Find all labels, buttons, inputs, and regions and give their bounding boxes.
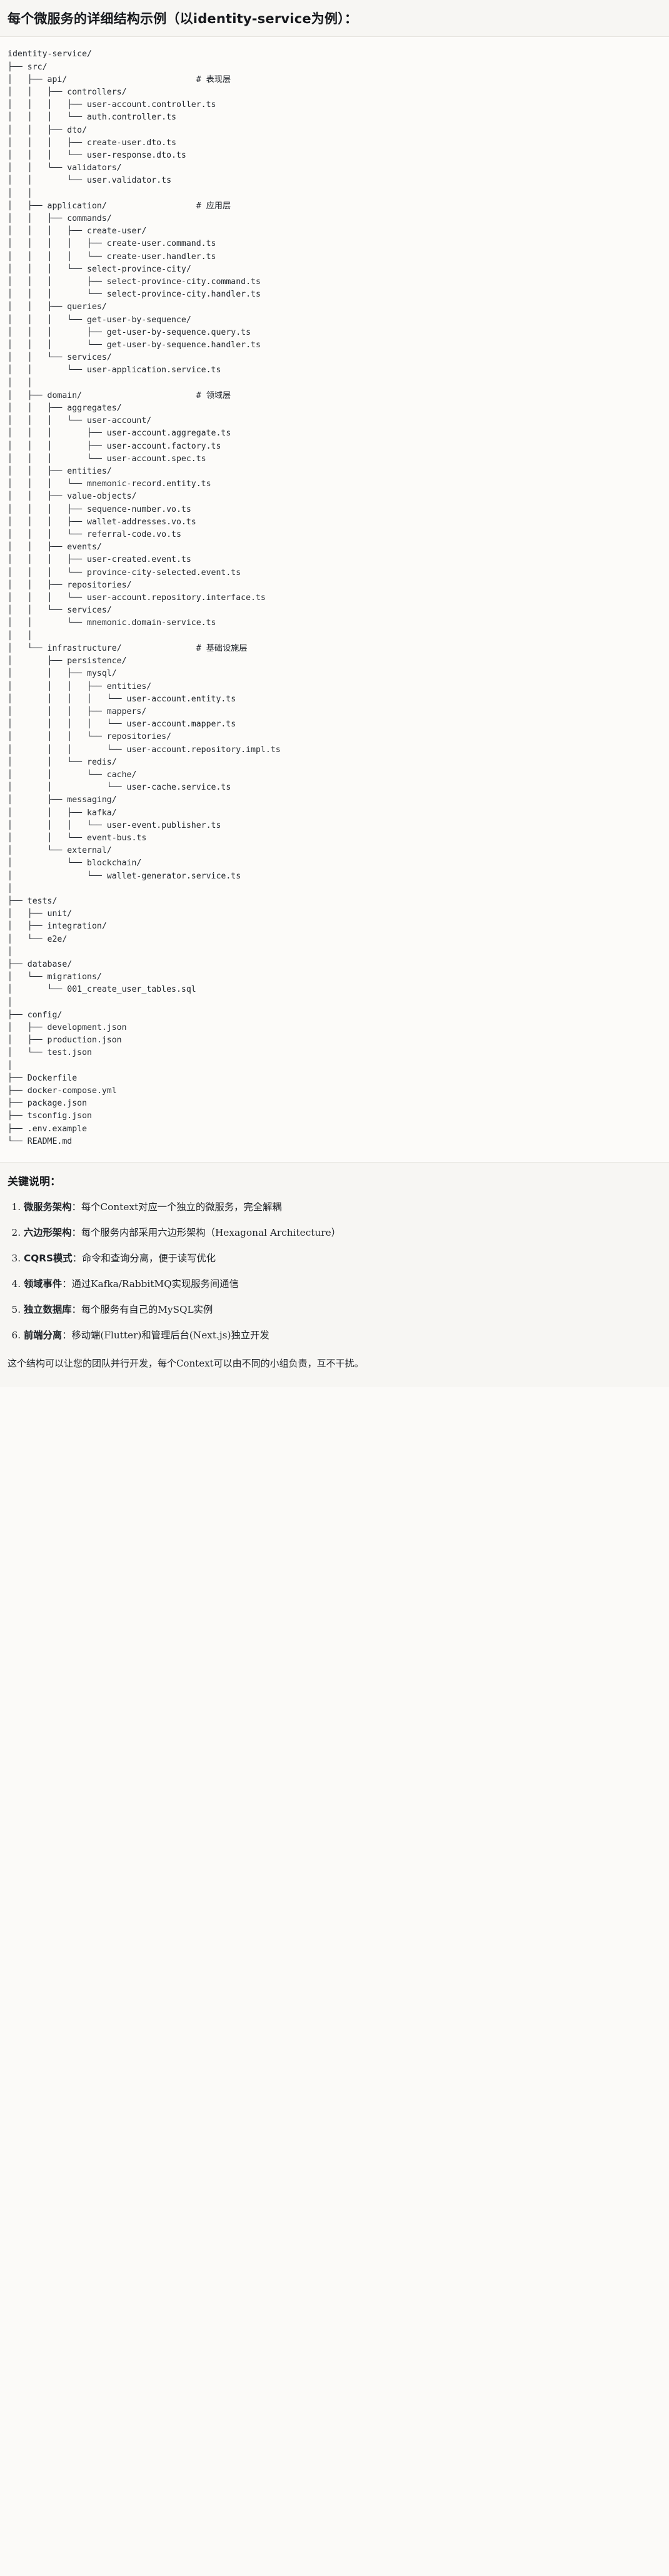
key-note-separator: ： [71, 1303, 81, 1315]
key-note-description: 每个服务有自己的MySQL实例 [81, 1303, 213, 1315]
key-note-separator: ： [71, 1201, 81, 1213]
key-note-term: 微服务架构 [24, 1201, 72, 1213]
key-note-description: 通过Kafka/RabbitMQ实现服务间通信 [71, 1278, 239, 1290]
key-note-description: 每个Context对应一个独立的微服务，完全解耦 [81, 1201, 282, 1213]
key-notes-list: 微服务架构：每个Context对应一个独立的微服务，完全解耦六边形架构：每个服务… [8, 1200, 661, 1343]
directory-tree-block: identity-service/ ├── src/ │ ├── api/ # … [0, 37, 669, 1163]
key-note-item: 领域事件：通过Kafka/RabbitMQ实现服务间通信 [24, 1277, 661, 1291]
key-note-item: 前端分离：移动端(Flutter)和管理后台(Next.js)独立开发 [24, 1328, 661, 1343]
page-title: 每个微服务的详细结构示例（以identity-service为例）： [8, 11, 358, 26]
key-notes-section: 关键说明： 微服务架构：每个Context对应一个独立的微服务，完全解耦六边形架… [0, 1163, 669, 1387]
key-note-item: 六边形架构：每个服务内部采用六边形架构（Hexagonal Architectu… [24, 1226, 661, 1240]
key-note-description: 每个服务内部采用六边形架构（Hexagonal Architecture） [81, 1227, 341, 1239]
key-note-term: 独立数据库 [24, 1303, 72, 1315]
key-note-term: 前端分离 [24, 1329, 63, 1341]
key-note-item: 独立数据库：每个服务有自己的MySQL实例 [24, 1303, 661, 1317]
key-note-description: 移动端(Flutter)和管理后台(Next.js)独立开发 [71, 1329, 269, 1341]
key-note-separator: ： [71, 1227, 81, 1239]
directory-tree-text: identity-service/ ├── src/ │ ├── api/ # … [8, 49, 281, 1146]
document-header: 每个微服务的详细结构示例（以identity-service为例）： [0, 0, 669, 38]
key-note-separator: ： [72, 1252, 82, 1264]
key-note-item: CQRS模式：命令和查询分离，便于读写优化 [24, 1251, 661, 1266]
key-note-description: 命令和查询分离，便于读写优化 [81, 1252, 216, 1264]
key-note-separator: ： [62, 1329, 72, 1341]
key-notes-title: 关键说明： [8, 1176, 61, 1189]
document-page: 每个微服务的详细结构示例（以identity-service为例）： ident… [0, 0, 669, 1387]
key-note-item: 微服务架构：每个Context对应一个独立的微服务，完全解耦 [24, 1200, 661, 1214]
key-note-term: 领域事件 [24, 1278, 63, 1290]
key-note-separator: ： [62, 1278, 72, 1290]
closing-paragraph: 这个结构可以让您的团队并行开发，每个Context可以由不同的小组负责，互不干扰… [8, 1357, 364, 1369]
key-note-term: 六边形架构 [24, 1227, 72, 1239]
directory-tree: identity-service/ ├── src/ │ ├── api/ # … [8, 48, 661, 1148]
key-note-term: CQRS模式 [24, 1252, 73, 1264]
